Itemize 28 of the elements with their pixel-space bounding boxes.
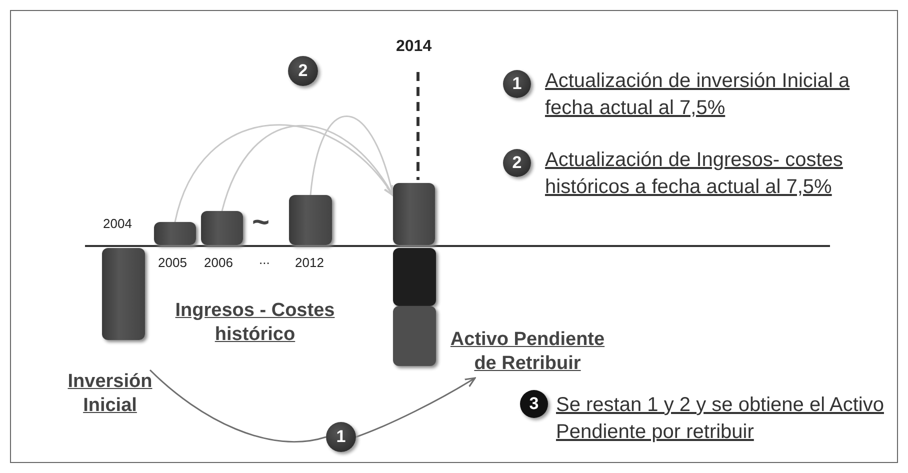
number-badge: 2: [503, 149, 531, 177]
bar: [289, 195, 332, 245]
year-label: 2014: [396, 38, 432, 56]
note-text: Se restan 1 y 2 y se obtiene el Activo Pendiente por retribuir: [556, 393, 885, 445]
ellipsis-label: ...: [259, 252, 270, 267]
note-text: Actualización de inversión Inicial a fecha actual al 7,5%: [545, 69, 851, 121]
year-label: 2012: [295, 255, 324, 270]
year-label: 2006: [204, 255, 233, 270]
category-label: Inversión Inicial: [60, 370, 160, 420]
arrow: [174, 124, 394, 222]
bar: [393, 306, 436, 366]
number-badge: 1: [503, 70, 531, 98]
number-badge: 2: [288, 56, 318, 86]
tilde-symbol: ~: [252, 206, 270, 240]
bar: [393, 248, 436, 306]
arrow: [221, 125, 394, 212]
category-label: Activo Pendiente de Retribuir: [440, 328, 615, 378]
bar: [102, 248, 145, 340]
bar: [154, 222, 196, 245]
bar: [393, 183, 435, 245]
number-badge: 1: [326, 422, 356, 452]
bar: [201, 211, 243, 245]
note-text: Actualización de Ingresos- costes históricos a fecha actual al 7,5%: [545, 148, 844, 200]
arrow: [356, 377, 476, 438]
category-label: Ingresos - Costes histórico: [174, 299, 336, 347]
year-label: 2004: [103, 216, 132, 231]
year-label: 2005: [158, 255, 187, 270]
number-badge: 3: [520, 390, 548, 418]
